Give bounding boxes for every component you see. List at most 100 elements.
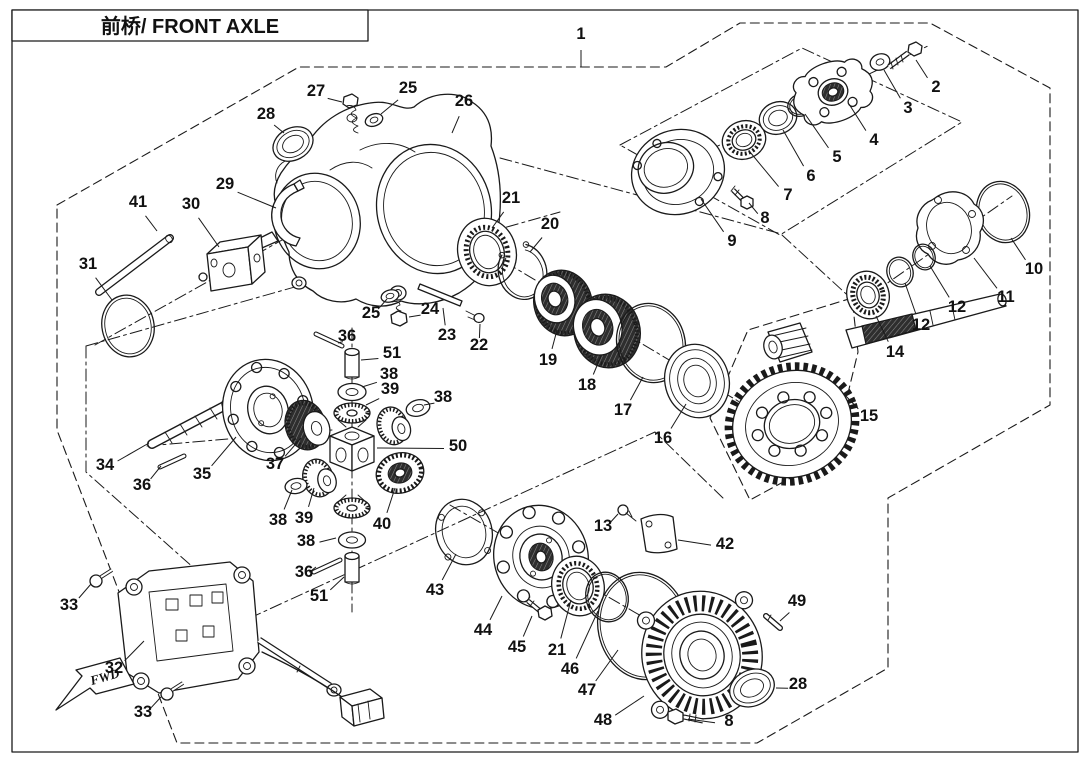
- fwd-arrow: FWD: [55, 657, 135, 711]
- leader-line: [329, 576, 345, 591]
- part-39-pinion-gear-bottom: [333, 494, 371, 519]
- leader-line: [150, 465, 162, 480]
- part-39-pinion-gear-right: [376, 406, 412, 446]
- part-38-washer-top: [337, 382, 367, 402]
- leader-line: [904, 282, 917, 315]
- leader-line: [380, 99, 399, 115]
- part-label-31: 31: [79, 255, 97, 273]
- leader-line: [595, 649, 619, 682]
- part-label-17: 17: [614, 401, 632, 419]
- leader-line: [551, 329, 558, 350]
- leader-line: [915, 59, 928, 79]
- leader-line: [670, 403, 687, 429]
- leader-line: [124, 640, 145, 662]
- part-34-splined-shaft: [147, 399, 233, 449]
- part-27-spring-plug: [342, 93, 359, 134]
- leader-line: [360, 358, 379, 361]
- part-label-43: 43: [426, 581, 444, 599]
- part-label-22: 22: [470, 336, 488, 354]
- part-9-bearing-carrier: [630, 128, 726, 216]
- part-labels: 1234567891011121214151617181920212223242…: [60, 25, 1043, 730]
- part-7-ball-bearing: [721, 119, 767, 161]
- part-label-16: 16: [654, 429, 672, 447]
- part-label-33: 33: [60, 596, 78, 614]
- part-label-4: 4: [869, 131, 879, 149]
- part-13-screw: [617, 504, 637, 522]
- part-label-30: 30: [182, 195, 200, 213]
- leader-line: [779, 612, 790, 622]
- part-label-38: 38: [269, 511, 287, 529]
- leader-line: [319, 537, 337, 543]
- part-22-screw: [465, 310, 485, 324]
- leader-line: [283, 489, 293, 510]
- leader-line: [560, 599, 572, 639]
- part-43-gasket: [434, 498, 494, 566]
- part-18-splined-sleeve: [572, 293, 641, 369]
- leader-line: [592, 355, 602, 375]
- part-label-11: 11: [997, 288, 1014, 306]
- leader-line: [883, 69, 901, 99]
- part-label-21: 21: [548, 641, 566, 659]
- leader-line: [748, 202, 759, 215]
- part-label-13: 13: [594, 517, 612, 535]
- leader-line: [273, 124, 285, 134]
- leader-line: [145, 215, 158, 232]
- part-label-8: 8: [724, 712, 733, 730]
- part-label-18: 18: [578, 376, 596, 394]
- part-label-20: 20: [541, 215, 559, 233]
- leader-line: [522, 615, 533, 637]
- part-33-screw-upper: [89, 568, 114, 588]
- part-label-39: 39: [381, 380, 399, 398]
- leader-line: [423, 402, 435, 406]
- part-25-washer-top: [364, 112, 384, 128]
- leader-line: [491, 211, 505, 229]
- part-14-taper-bearing: [846, 270, 890, 320]
- part-36-pin-top: [313, 331, 345, 349]
- leader-line: [529, 237, 543, 253]
- leader-line: [929, 265, 950, 298]
- part-label-23: 23: [438, 326, 456, 344]
- part-label-36: 36: [338, 327, 356, 345]
- leader-line: [478, 323, 481, 339]
- leader-line: [308, 487, 315, 508]
- leader-line: [1010, 237, 1026, 261]
- leader-line: [284, 437, 302, 457]
- leader-line: [95, 277, 113, 301]
- part-39-pinion-gear-left: [302, 458, 337, 498]
- part-label-19: 19: [539, 351, 557, 369]
- leader-line: [629, 376, 644, 401]
- page-title: 前桥/ FRONT AXLE: [101, 14, 279, 38]
- leader-line: [804, 113, 829, 149]
- leader-line: [386, 487, 396, 514]
- part-label-27: 27: [307, 82, 325, 100]
- leader-line: [78, 583, 92, 599]
- part-label-2: 2: [931, 78, 940, 96]
- page-frame: 前桥/ FRONT AXLE: [11, 9, 1079, 753]
- part-label-50: 50: [449, 437, 467, 455]
- part-45-bolt: [525, 596, 553, 621]
- part-label-44: 44: [474, 621, 493, 639]
- part-label-8: 8: [760, 209, 769, 227]
- part-41-shift-rod: [95, 234, 174, 296]
- leader-line: [211, 436, 237, 467]
- leader-line: [575, 610, 599, 659]
- part-32-actuator-motor: [117, 561, 385, 727]
- part-36-pin-bottom: [311, 557, 343, 575]
- leader-line: [875, 315, 889, 342]
- part-label-35: 35: [193, 465, 211, 483]
- ring-gear-boundary: [709, 297, 859, 501]
- part-11-gasket-plate: [915, 191, 985, 265]
- part-6-seal: [758, 100, 798, 136]
- leader-line: [198, 217, 220, 248]
- part-48-final-drive-cover: [636, 590, 768, 720]
- leader-line: [489, 595, 503, 621]
- leader-line: [408, 314, 421, 318]
- part-4-drive-flange: [792, 58, 874, 126]
- part-36-pin-left: [157, 453, 187, 470]
- part-39-pinion-gear-top: [333, 402, 371, 428]
- part-15-ring-gear-pinion: [724, 293, 1007, 486]
- part-label-42: 42: [716, 535, 734, 553]
- part-label-24: 24: [421, 300, 440, 318]
